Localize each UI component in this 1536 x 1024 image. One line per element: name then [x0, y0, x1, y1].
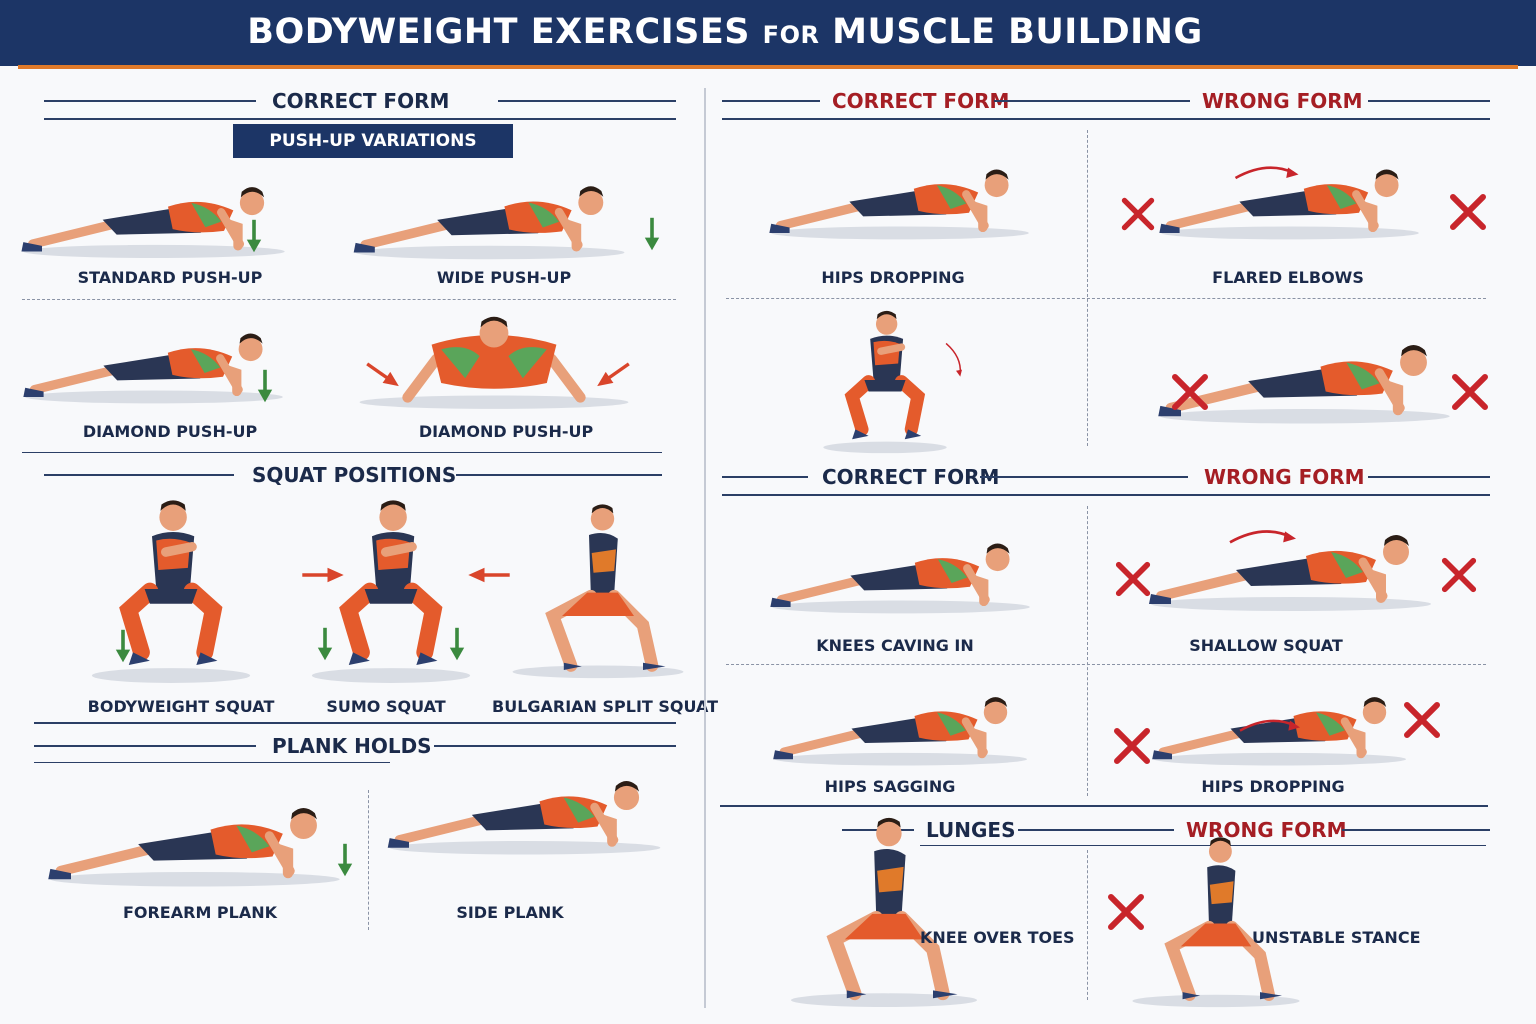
arrow-down-icon — [643, 216, 661, 252]
caption-hips-dropping: HIPS DROPPING — [821, 268, 965, 287]
pushup-variations-tag: PUSH-UP VARIATIONS — [233, 124, 513, 158]
diamond-pushup-figure — [16, 312, 292, 412]
caption-hips-dropping-2: HIPS DROPPING — [1201, 777, 1345, 796]
knees-caving-figure — [736, 526, 1066, 618]
side-plank-figure — [380, 756, 670, 866]
wrong-x-icon — [1114, 560, 1152, 598]
caption-forearm-plank: FOREARM PLANK — [122, 903, 278, 922]
wrong-x-icon — [1440, 556, 1478, 594]
caption-hips-sagging: HIPS SAGGING — [824, 777, 956, 796]
caption-unstable-stance: UNSTABLE STANCE — [1252, 928, 1421, 947]
caption-knee-over-toes: KNEE OVER TOES — [920, 928, 1075, 947]
arrow-down-icon — [114, 628, 132, 664]
wrong-x-icon — [1450, 372, 1490, 412]
arrow-down-icon — [336, 842, 354, 878]
divider — [22, 299, 676, 300]
divider — [726, 664, 1486, 665]
caption-diamond-pushup: DIAMOND PUSH-UP — [82, 422, 258, 441]
caption-bodyweight-squat: BODYWEIGHT SQUAT — [87, 697, 275, 716]
squat-figure — [800, 306, 970, 454]
curve-arrow-icon — [1232, 160, 1302, 182]
left-correct-form-header: CORRECT FORM — [44, 86, 676, 116]
caption-knees-caving-in: KNEES CAVING IN — [816, 636, 974, 655]
wide-pushup-figure — [340, 168, 640, 264]
hips-sagging-figure — [736, 680, 1066, 770]
caption-wide-pushup: WIDE PUSH-UP — [436, 268, 572, 287]
header-accent-line — [18, 65, 1518, 69]
hips-dropping-figure — [740, 152, 1060, 244]
caption-bulgarian-split-squat: BULGARIAN SPLIT SQUAT — [492, 697, 719, 716]
divider — [368, 790, 369, 930]
wrong-x-icon — [1448, 192, 1488, 232]
plank-holds-header: PLANK HOLDS — [34, 731, 676, 761]
arrow-in-icon — [466, 566, 512, 584]
wrong-x-icon — [1170, 372, 1210, 412]
curve-arrow-icon — [1222, 524, 1304, 546]
wrong-x-icon — [1112, 726, 1152, 766]
divider — [1087, 506, 1088, 796]
wrong-x-icon — [1402, 700, 1442, 740]
right-sec1-underline — [722, 118, 1490, 120]
plank-underline — [34, 762, 390, 763]
caption-diamond-pushup-2: DIAMOND PUSH-UP — [418, 422, 594, 441]
caption-flared-elbows: FLARED ELBOWS — [1212, 268, 1364, 287]
caption-side-plank: SIDE PLANK — [456, 903, 564, 922]
divider — [1087, 130, 1088, 446]
arrow-in-icon — [300, 566, 346, 584]
right-sec3-header: LUNGES WRONG FORM — [842, 815, 1490, 845]
column-separator — [704, 88, 706, 1008]
divider — [726, 298, 1486, 299]
right-sec2-header: CORRECT FORM WRONG FORM — [722, 462, 1490, 492]
header-bar: BODYWEIGHT EXERCISES FOR MUSCLE BUILDING — [0, 0, 1536, 66]
bodyweight-squat-figure — [86, 494, 256, 684]
arrow-down-icon — [448, 626, 466, 662]
caption-sumo-squat: SUMO SQUAT — [326, 697, 446, 716]
lunge-correct-figure — [784, 812, 984, 1008]
squat-top-rule — [22, 452, 662, 453]
divider — [1087, 850, 1088, 1000]
right-sec1-header: CORRECT FORM WRONG FORM — [722, 86, 1490, 116]
forearm-plank-figure — [40, 788, 350, 892]
plank-top-rule — [34, 722, 676, 724]
bulgarian-split-squat-figure — [508, 494, 688, 684]
left-header-underline — [44, 118, 676, 120]
caption-shallow-squat: SHALLOW SQUAT — [1189, 636, 1343, 655]
curve-arrow-icon — [1230, 714, 1310, 734]
page-title: BODYWEIGHT EXERCISES FOR MUSCLE BUILDING — [247, 12, 1203, 52]
right-sec2-underline — [722, 494, 1490, 496]
wrong-x-icon — [1120, 196, 1156, 232]
squat-positions-header: SQUAT POSITIONS — [44, 460, 662, 490]
arrow-down-icon — [245, 218, 263, 254]
diamond-pushup-front-figure — [350, 306, 638, 412]
right-sec3-top-rule — [720, 805, 1488, 807]
right-sec3-underline — [920, 845, 1486, 846]
arrow-down-icon — [316, 626, 334, 662]
caption-standard-pushup: STANDARD PUSH-UP — [77, 268, 263, 287]
wrong-x-icon — [1106, 892, 1146, 932]
arrow-down-icon — [256, 368, 274, 404]
